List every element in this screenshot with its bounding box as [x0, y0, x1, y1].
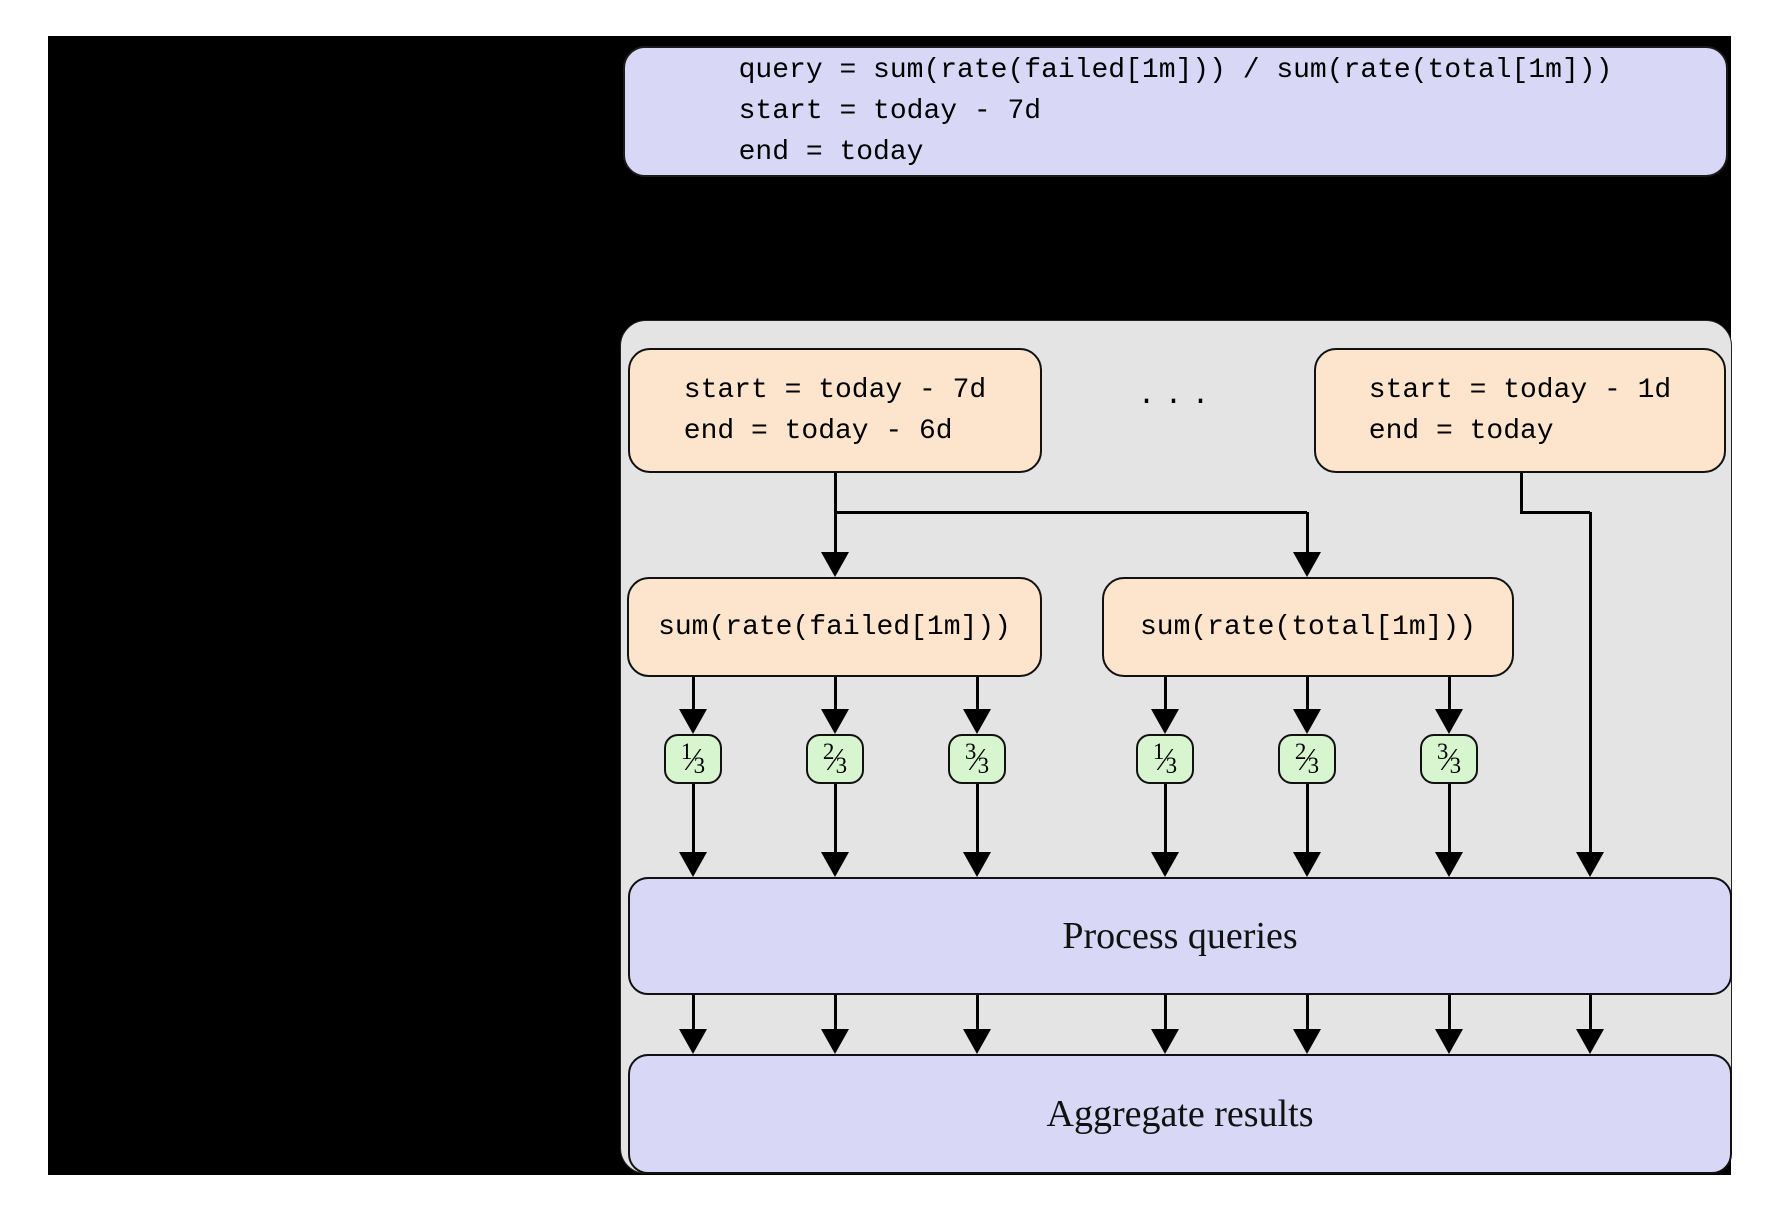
connector-line [1305, 512, 1309, 573]
connector-line [1521, 510, 1590, 514]
shard-fraction-badge: 2⁄3 [806, 734, 864, 784]
process-queries-label: Process queries [1062, 915, 1298, 957]
arrowhead-icon [1293, 709, 1321, 734]
process-queries-bar: Process queries [628, 877, 1732, 995]
shard-start-line: start = today - 7d [683, 374, 987, 406]
fraction-denominator: 3 [977, 753, 990, 778]
fraction-denominator: 3 [1307, 753, 1320, 778]
connector-line [835, 510, 1307, 514]
leg-total-label: sum(rate(total[1m])) [1139, 611, 1477, 643]
shard-fraction-badge: 2⁄3 [1278, 734, 1336, 784]
connector-line [833, 784, 837, 873]
connector-line [1305, 784, 1309, 873]
arrowhead-icon [1435, 1029, 1463, 1054]
connector-line [975, 677, 979, 730]
shard-fraction-badge: 1⁄3 [664, 734, 722, 784]
shard-fraction-badge: 3⁄3 [948, 734, 1006, 784]
arrowhead-icon [821, 709, 849, 734]
connector-line [1305, 995, 1309, 1050]
aggregate-results-label: Aggregate results [1046, 1093, 1314, 1135]
connector-line [975, 995, 979, 1050]
arrowhead-icon [963, 852, 991, 877]
connector-line [1447, 677, 1451, 730]
ellipsis-between-shards: ... [1137, 379, 1219, 413]
connector-line [1588, 995, 1592, 1050]
fraction-numerator: 1 [1152, 739, 1165, 764]
connector-line [833, 995, 837, 1050]
time-shard-box-first-day: start = today - 7d end = today - 6d [628, 348, 1042, 473]
connector-line [1588, 512, 1592, 873]
connector-line [1163, 995, 1167, 1050]
shard-fraction-badge: 3⁄3 [1420, 734, 1478, 784]
connector-line [1447, 995, 1451, 1050]
connector-line [833, 677, 837, 730]
arrowhead-icon [1151, 709, 1179, 734]
fraction-numerator: 2 [1294, 739, 1307, 764]
arrowhead-icon [679, 709, 707, 734]
arrowhead-icon [1151, 1029, 1179, 1054]
fraction-denominator: 3 [1165, 753, 1178, 778]
arrowhead-icon [1293, 1029, 1321, 1054]
shard-end-line: end = today [1368, 415, 1554, 447]
arrowhead-icon [1435, 709, 1463, 734]
leg-box-failed: sum(rate(failed[1m])) [627, 577, 1042, 677]
arrowhead-icon [821, 1029, 849, 1054]
connector-line [1447, 784, 1451, 873]
shard-end-line: end = today - 6d [683, 415, 953, 447]
arrowhead-icon [1293, 852, 1321, 877]
connector-line [691, 784, 695, 873]
query-definition-box: query = sum(rate(failed[1m])) / sum(rate… [623, 46, 1728, 177]
connector-line [975, 784, 979, 873]
shard-fraction-badge: 1⁄3 [1136, 734, 1194, 784]
connector-line [691, 677, 695, 730]
time-shard-box-last-day: start = today - 1d end = today [1314, 348, 1726, 473]
query-expression-line: query = sum(rate(failed[1m])) / sum(rate… [738, 55, 1613, 86]
arrowhead-icon [1435, 852, 1463, 877]
arrowhead-icon [821, 552, 849, 577]
leg-box-total: sum(rate(total[1m])) [1102, 577, 1514, 677]
fraction-denominator: 3 [1449, 753, 1462, 778]
connector-line [691, 995, 695, 1050]
connector-line [1519, 473, 1523, 514]
arrowhead-icon [1293, 552, 1321, 577]
arrowhead-icon [679, 1029, 707, 1054]
arrowhead-icon [1576, 1029, 1604, 1054]
query-end-line: end = today [738, 137, 924, 168]
fraction-denominator: 3 [835, 753, 848, 778]
arrowhead-icon [963, 1029, 991, 1054]
fraction-numerator: 3 [964, 739, 977, 764]
query-start-line: start = today - 7d [738, 96, 1042, 127]
arrowhead-icon [963, 709, 991, 734]
connector-line [1163, 784, 1167, 873]
fraction-numerator: 3 [1436, 739, 1449, 764]
leg-failed-label: sum(rate(failed[1m])) [658, 611, 1011, 643]
shard-start-line: start = today - 1d [1368, 374, 1672, 406]
connector-line [1305, 677, 1309, 730]
fraction-numerator: 1 [680, 739, 693, 764]
fraction-numerator: 2 [822, 739, 835, 764]
arrowhead-icon [1151, 852, 1179, 877]
connector-line [1163, 677, 1167, 730]
connector-line [833, 473, 837, 573]
aggregate-results-bar: Aggregate results [628, 1054, 1732, 1174]
arrowhead-icon [1576, 852, 1604, 877]
arrowhead-icon [821, 852, 849, 877]
arrowhead-icon [679, 852, 707, 877]
fraction-denominator: 3 [693, 753, 706, 778]
